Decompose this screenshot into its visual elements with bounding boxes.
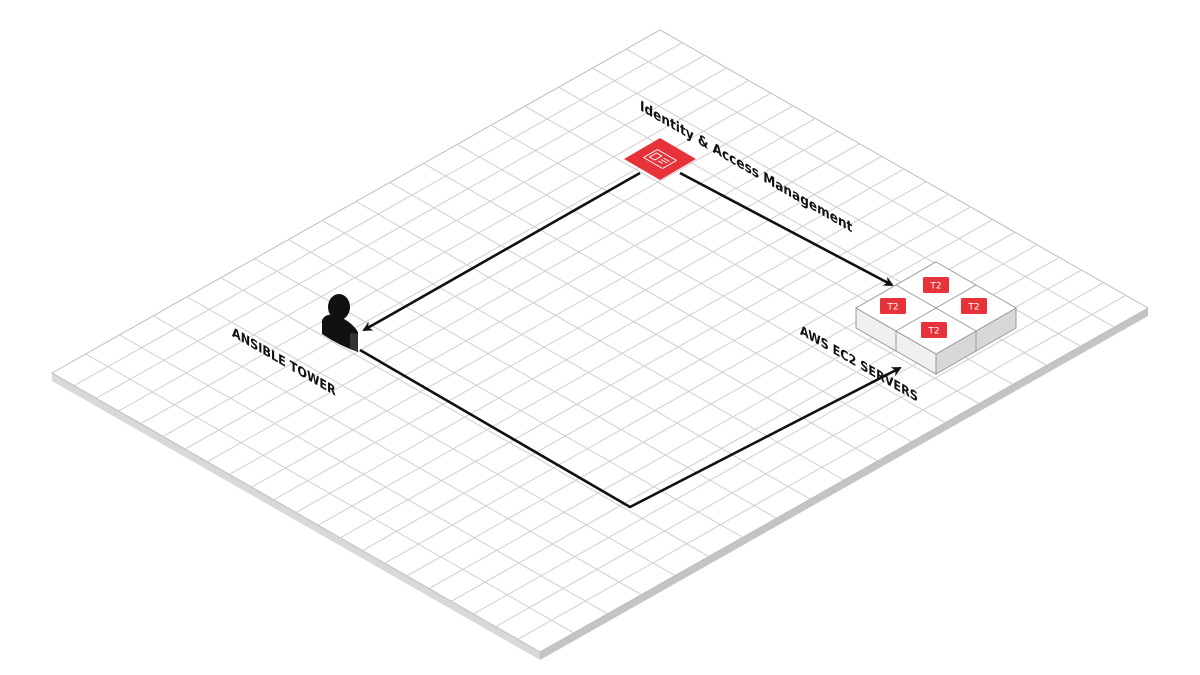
grid-line (153, 315, 642, 596)
grid-line (490, 124, 980, 404)
svg-text:T2: T2 (967, 303, 979, 313)
ec2-instance-chip: T2 (923, 277, 949, 293)
svg-text:T2: T2 (929, 282, 941, 292)
grid-line (389, 182, 879, 462)
grid-line (423, 162, 912, 443)
platform-side-right (540, 308, 1148, 660)
identity-card-icon (624, 138, 696, 180)
ec2-instance-chip: T2 (961, 298, 987, 314)
grid-line (186, 296, 676, 576)
svg-text:T2: T2 (927, 327, 939, 337)
user-icon (322, 294, 358, 352)
arrow-tower-to-ec2 (359, 348, 902, 509)
connectors (359, 171, 902, 509)
grid-line (457, 143, 946, 424)
server-block-icon: T2 T2 T2 T2 (854, 261, 1018, 375)
ec2-instance-chip: T2 (921, 322, 947, 338)
arrow-iam-to-tower (362, 171, 641, 332)
platform-side-left (52, 373, 540, 660)
grid-line (321, 220, 811, 500)
grid-line (220, 277, 710, 557)
iam-tile (624, 138, 696, 180)
grid-line (119, 334, 608, 615)
grid-line (85, 353, 575, 634)
ec2-instance-chip: T2 (880, 298, 906, 314)
grid-line (355, 201, 845, 481)
grid-line (288, 239, 777, 519)
grid-line (625, 48, 1115, 328)
svg-text:T2: T2 (886, 303, 898, 313)
arrow-iam-to-ec2 (679, 171, 894, 287)
